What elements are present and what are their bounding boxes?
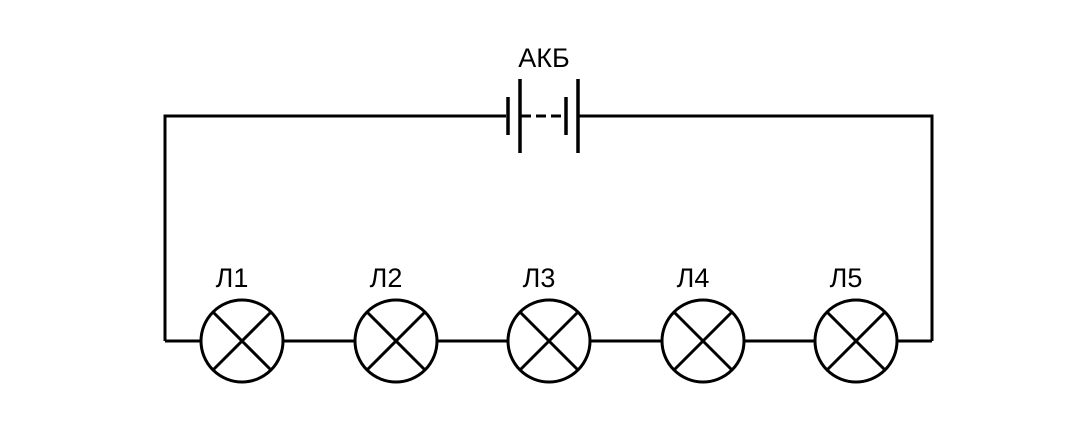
lamp-label-4: Л4 [677,263,710,293]
battery-symbol [506,79,580,153]
lamp-label-3: Л3 [523,263,556,293]
lamp-label-2: Л2 [370,263,403,293]
lamp-cross-line [365,310,427,372]
lamp-cross-line [825,310,887,372]
lamp-symbol-5 [813,298,899,384]
lamp-symbol-1 [199,298,285,384]
battery-label: АКБ [518,43,569,73]
lamp-symbol-2 [353,298,439,384]
lamp-symbol-3 [506,298,592,384]
lamp-label-5: Л5 [830,263,863,293]
lamp-label-1: Л1 [216,263,249,293]
lamp-symbol-4 [660,298,746,384]
lamp-cross-line [518,310,580,372]
lamp-cross-line [211,310,273,372]
lamp-cross-line [672,310,734,372]
